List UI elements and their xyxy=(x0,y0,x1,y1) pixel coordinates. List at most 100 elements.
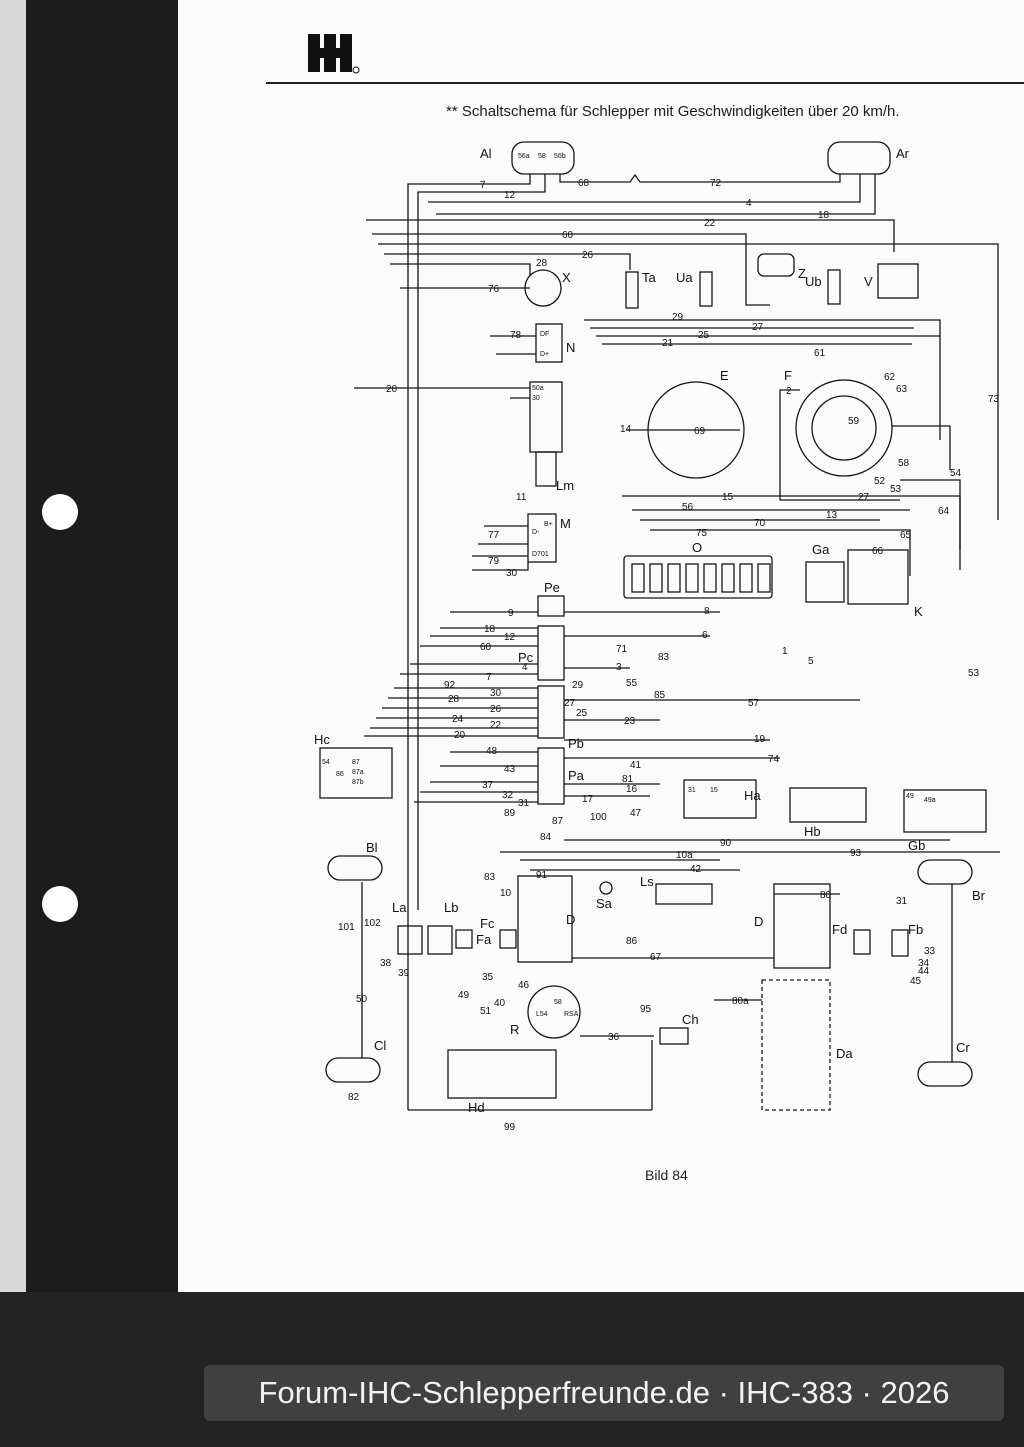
wire-num: 38 xyxy=(380,958,392,969)
wire-num: 77 xyxy=(488,530,500,541)
label-ua: Ua xyxy=(676,270,693,285)
wire-num: 56 xyxy=(682,502,694,513)
pin-label: D701 xyxy=(532,551,549,558)
wire-num: 85 xyxy=(654,690,666,701)
wire-num: 31 xyxy=(518,798,530,809)
label-pa: Pa xyxy=(568,768,585,783)
wire-num: 43 xyxy=(504,764,516,775)
label-ga: Ga xyxy=(812,542,830,557)
wire-num: 66 xyxy=(872,546,884,557)
wire-num: 74 xyxy=(768,754,780,765)
wire-num: 81 xyxy=(622,774,634,785)
pin-label: 30 xyxy=(532,395,540,402)
wire-num: 12 xyxy=(504,632,516,643)
wire-num: 102 xyxy=(364,918,381,929)
wire-num: 86 xyxy=(626,936,638,947)
wire-num: 82 xyxy=(348,1092,360,1103)
label-lb: Lb xyxy=(444,900,458,915)
wire-num: 32 xyxy=(502,790,514,801)
wire-num: 9 xyxy=(508,608,514,619)
label-sa: Sa xyxy=(596,896,613,911)
wire-num: 24 xyxy=(452,714,464,725)
label-da: Da xyxy=(836,1046,853,1061)
wire-num: 28 xyxy=(448,694,460,705)
pin-label: L54 xyxy=(536,1011,548,1018)
wire-num: 58 xyxy=(898,458,910,469)
pin-label: 56b xyxy=(554,153,566,160)
label-r: R xyxy=(510,1022,519,1037)
wire-num: 45 xyxy=(910,976,922,987)
wire-num: 92 xyxy=(444,680,456,691)
fuse-cells xyxy=(631,563,771,593)
wire-num: 42 xyxy=(690,864,702,875)
wire-num: 20 xyxy=(454,730,466,741)
label-ub: Ub xyxy=(805,274,822,289)
wire-num: 25 xyxy=(576,708,588,719)
wire-num: 6 xyxy=(702,630,708,641)
wire-num: 7 xyxy=(480,180,486,191)
wire-num: 36 xyxy=(608,1032,620,1043)
connector-pin-labels: 56a 58 56b 50a 30 DF D+ D- B+ D701 54 86… xyxy=(322,153,936,1018)
label-d-left: D xyxy=(566,912,575,927)
wire-num: 99 xyxy=(504,1122,516,1133)
label-fb: Fb xyxy=(908,922,923,937)
wire-num: 22 xyxy=(704,218,716,229)
wire-num: 26 xyxy=(490,704,502,715)
wire-num: 1 xyxy=(782,646,788,657)
label-o: O xyxy=(692,540,702,555)
label-fc: Fc xyxy=(480,916,495,931)
wire-num: 5 xyxy=(808,656,814,667)
wire-num: 75 xyxy=(696,528,708,539)
wire-num: 89 xyxy=(504,808,516,819)
wire-num: 27 xyxy=(564,698,576,709)
wire-num: 34 xyxy=(918,958,930,969)
wire-num: 13 xyxy=(826,510,838,521)
pin-label: B+ xyxy=(544,521,553,528)
wire-num: 4 xyxy=(746,198,752,209)
label-ar: Ar xyxy=(896,146,910,161)
label-fa: Fa xyxy=(476,932,492,947)
wire-num: 49 xyxy=(458,990,470,1001)
wire-num: 41 xyxy=(630,760,642,771)
label-ch: Ch xyxy=(682,1012,699,1027)
wire-num: 25 xyxy=(698,330,710,341)
wire-num: 90 xyxy=(720,838,732,849)
ih-logo xyxy=(308,34,360,74)
wire-num: 39 xyxy=(398,968,410,979)
label-d: D xyxy=(754,914,763,929)
punch-hole-bottom xyxy=(42,886,78,922)
wire-num: 22 xyxy=(490,720,502,731)
wire-num: 78 xyxy=(510,330,522,341)
wire-num: 100 xyxy=(590,812,607,823)
wire-num: 93 xyxy=(850,848,862,859)
wire-num: 60 xyxy=(562,230,574,241)
wire-num: 80a xyxy=(732,996,749,1007)
label-hc: Hc xyxy=(314,732,330,747)
wire-num: 50 xyxy=(356,994,368,1005)
pin-label: 58 xyxy=(538,153,546,160)
wire-num: 65 xyxy=(900,530,912,541)
wire-num: 72 xyxy=(710,178,722,189)
wire-num: 63 xyxy=(896,384,908,395)
label-m: M xyxy=(560,516,571,531)
pin-label: 54 xyxy=(322,759,330,766)
wire-num: 2 xyxy=(786,386,792,397)
pin-label: D+ xyxy=(540,351,549,358)
label-x: X xyxy=(562,270,571,285)
wire-num: 15 xyxy=(722,492,734,503)
pin-label: 58 xyxy=(554,999,562,1006)
wire-num: 76 xyxy=(488,284,500,295)
wire-num: 3 xyxy=(616,662,622,673)
component-labels: Al Ar X Ta Ua Z Ub V N E F Lm M O Ga K P… xyxy=(314,146,986,1115)
wire-num: 91 xyxy=(536,870,548,881)
wiring-diagram: Al Ar X Ta Ua Z Ub V N E F Lm M O Ga K P… xyxy=(314,141,1000,1133)
label-pc: Pc xyxy=(518,650,534,665)
wire-num: 101 xyxy=(338,922,355,933)
pin-label: 15 xyxy=(710,787,718,794)
wire-num: 16 xyxy=(626,784,638,795)
wire-num: 11 xyxy=(516,492,527,503)
label-al: Al xyxy=(480,146,492,161)
wire-num: 48 xyxy=(486,746,498,757)
wire-num: 46 xyxy=(518,980,530,991)
wire-num: 79 xyxy=(488,556,500,567)
